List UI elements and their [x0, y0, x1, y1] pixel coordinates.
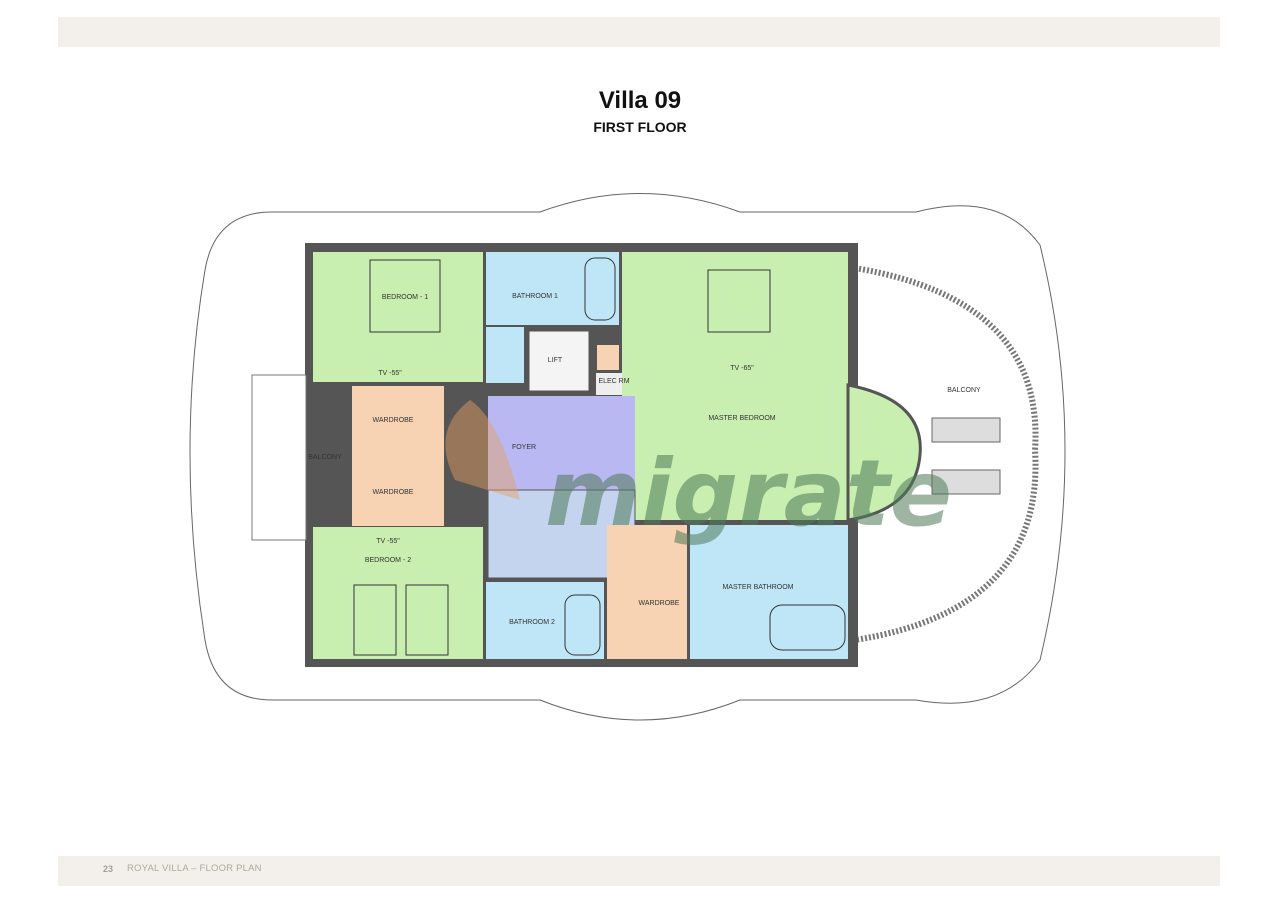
room-bedroom-2: [313, 527, 483, 659]
bed-1: [369, 259, 441, 333]
balcony-right-railing: [854, 265, 1039, 643]
page-number: 23: [103, 864, 114, 874]
room-wardrobe-center: [607, 525, 687, 659]
watermark-logo: [445, 400, 520, 500]
label-bedroom-1: BEDROOM - 1: [382, 294, 428, 301]
bathtub-2: [564, 594, 601, 656]
room-master-bedroom: [622, 252, 848, 520]
label-wardrobe-2: WARDROBE: [373, 489, 414, 496]
label-elec-rm: ELEC RM: [598, 378, 629, 385]
label-master-bedroom: MASTER BEDROOM: [708, 415, 775, 422]
label-tv-bedroom-2: TV -55": [376, 538, 400, 545]
master-bed: [707, 269, 771, 333]
label-wardrobe-1: WARDROBE: [373, 417, 414, 424]
label-master-bathroom: MASTER BATHROOM: [722, 584, 793, 591]
label-tv-master: TV -65": [730, 365, 754, 372]
label-lift: LIFT: [548, 357, 563, 364]
page-title: Villa 09: [598, 87, 682, 114]
lounger-2: [931, 469, 1001, 495]
room-wardrobe-left: [352, 386, 444, 526]
page-subtitle: FIRST FLOOR: [593, 119, 687, 135]
room-wc-1: [486, 327, 524, 383]
bathtub-1: [584, 257, 616, 321]
room-foyer: [488, 396, 635, 490]
label-balcony-left: BALCONY: [308, 454, 342, 461]
footer-title: ROYAL VILLA – FLOOR PLAN: [127, 863, 262, 874]
label-bathroom-1: BATHROOM 1: [512, 293, 558, 300]
watermark-text: migrate: [545, 440, 952, 547]
label-tv-bedroom-1: TV -55": [378, 370, 402, 377]
room-bedroom-1: [313, 252, 483, 382]
label-balcony-right: BALCONY: [947, 387, 981, 394]
balcony-left: [251, 374, 307, 541]
header-band: [58, 17, 1220, 47]
room-bathroom-1: [486, 252, 619, 325]
footer-band: 23 ROYAL VILLA – FLOOR PLAN: [58, 856, 1220, 886]
lounger-1: [931, 417, 1001, 443]
label-bathroom-2: BATHROOM 2: [509, 619, 555, 626]
label-foyer: FOYER: [512, 444, 536, 451]
room-lift: [526, 328, 592, 394]
bed-2b: [405, 584, 449, 656]
bathtub-master: [769, 604, 846, 651]
master-bay: [846, 383, 922, 522]
label-bedroom-2: BEDROOM - 2: [365, 557, 411, 564]
bed-2a: [353, 584, 397, 656]
label-wardrobe-3: WARDROBE: [639, 600, 680, 607]
room-store: [597, 345, 619, 370]
room-master-bathroom: [690, 525, 848, 659]
